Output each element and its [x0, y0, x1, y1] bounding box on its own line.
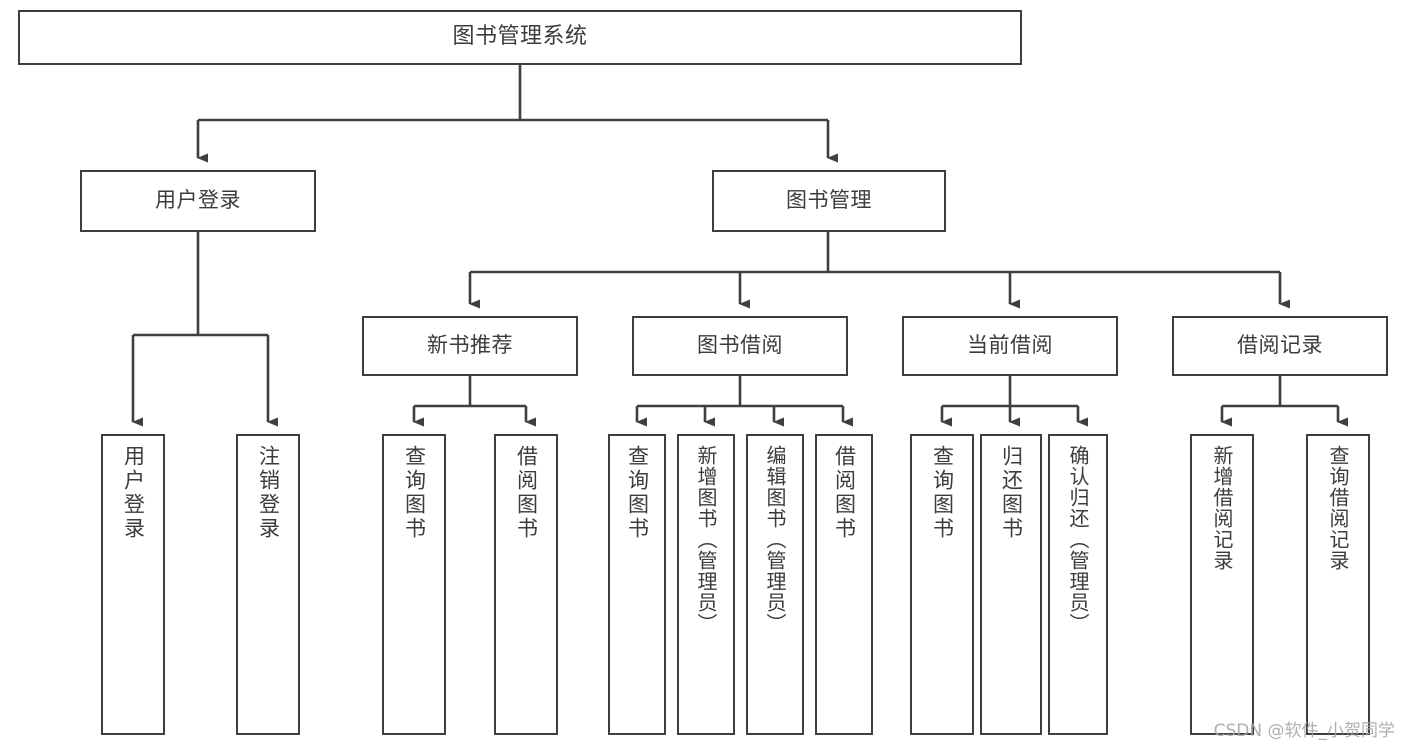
- leaf-new-book-borrow[interactable]: 借阅图书: [494, 434, 558, 735]
- node-label: 查询图书: [402, 445, 427, 541]
- leaf-current-confirm-return-admin[interactable]: 确认归还（管理员）: [1048, 434, 1108, 735]
- node-borrow-record[interactable]: 借阅记录: [1172, 316, 1388, 376]
- node-label: 编辑图书（管理员）: [763, 445, 787, 634]
- node-label: 归还图书: [999, 445, 1024, 541]
- node-book-management[interactable]: 图书管理: [712, 170, 946, 232]
- leaf-borrow-add-book-admin[interactable]: 新增图书（管理员）: [677, 434, 735, 735]
- leaf-borrow-edit-book-admin[interactable]: 编辑图书（管理员）: [746, 434, 804, 735]
- node-label: 借阅图书: [514, 445, 539, 541]
- node-label: 图书管理: [786, 188, 872, 213]
- node-label: 新书推荐: [427, 333, 513, 358]
- node-label: 新增图书（管理员）: [694, 445, 718, 634]
- node-label: 用户登录: [121, 445, 146, 541]
- node-root-system[interactable]: 图书管理系统: [18, 10, 1022, 65]
- node-book-borrow[interactable]: 图书借阅: [632, 316, 848, 376]
- node-label: 借阅图书: [832, 445, 857, 541]
- node-user-login[interactable]: 用户登录: [80, 170, 316, 232]
- node-label: 用户登录: [155, 188, 241, 213]
- node-label: 图书借阅: [697, 333, 783, 358]
- node-label: 借阅记录: [1237, 333, 1323, 358]
- leaf-current-query-book[interactable]: 查询图书: [910, 434, 974, 735]
- leaf-current-return-book[interactable]: 归还图书: [980, 434, 1042, 735]
- node-label: 查询图书: [930, 445, 955, 541]
- leaf-record-add-record[interactable]: 新增借阅记录: [1190, 434, 1254, 735]
- node-label: 注销登录: [256, 445, 281, 541]
- node-label: 查询借阅记录: [1326, 445, 1350, 571]
- watermark-text: CSDN @软件_小贺同学: [1213, 721, 1395, 741]
- leaf-borrow-query-book[interactable]: 查询图书: [608, 434, 666, 735]
- leaf-user-login-login[interactable]: 用户登录: [101, 434, 165, 735]
- node-new-book-recommend[interactable]: 新书推荐: [362, 316, 578, 376]
- leaf-record-query-record[interactable]: 查询借阅记录: [1306, 434, 1370, 735]
- leaf-new-book-query[interactable]: 查询图书: [382, 434, 446, 735]
- leaf-borrow-borrow-book[interactable]: 借阅图书: [815, 434, 873, 735]
- node-label: 确认归还（管理员）: [1066, 445, 1090, 634]
- node-label: 查询图书: [625, 445, 650, 541]
- node-label: 新增借阅记录: [1210, 445, 1234, 571]
- node-label: 当前借阅: [967, 333, 1053, 358]
- node-label: 图书管理系统: [452, 24, 588, 50]
- node-current-borrow[interactable]: 当前借阅: [902, 316, 1118, 376]
- leaf-user-login-logout[interactable]: 注销登录: [236, 434, 300, 735]
